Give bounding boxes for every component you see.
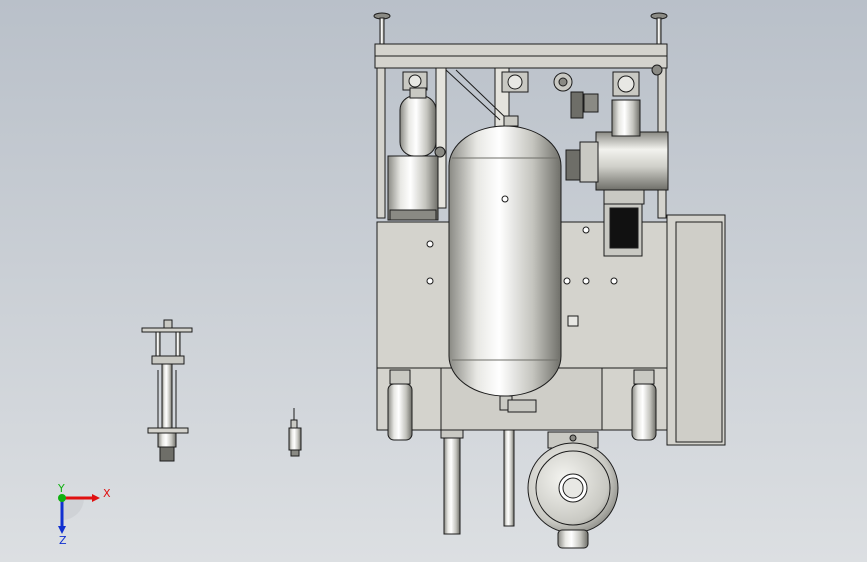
- pump-housing[interactable]: [527, 431, 619, 549]
- handwheel-right[interactable]: [650, 12, 668, 45]
- flange-2: [501, 71, 529, 93]
- z-axis-arrow: [58, 526, 66, 534]
- handwheel-left[interactable]: [373, 12, 391, 45]
- z-axis-label: Z: [59, 534, 67, 547]
- pressure-vessel[interactable]: [448, 115, 562, 413]
- y-axis-dot: [58, 494, 66, 502]
- electric-motor[interactable]: [579, 99, 669, 257]
- machine-frame[interactable]: [373, 12, 726, 549]
- y-axis-label: Y: [57, 482, 65, 495]
- drain-pipe-right[interactable]: [503, 429, 515, 527]
- flange-4: [612, 71, 640, 97]
- small-fitting[interactable]: [288, 408, 302, 457]
- x-axis-arrow: [92, 494, 100, 502]
- valve-assembly[interactable]: [141, 319, 193, 462]
- leveling-foot-left[interactable]: [387, 369, 413, 441]
- flange-1: [402, 71, 428, 91]
- filter-cylinder[interactable]: [387, 87, 446, 221]
- belt-pulley: [565, 91, 599, 181]
- drain-pipe-left[interactable]: [440, 429, 464, 535]
- flange-3: [553, 72, 573, 92]
- leveling-foot-right[interactable]: [631, 369, 657, 441]
- axis-triad: X Y Z: [57, 482, 111, 547]
- x-axis-label: X: [103, 487, 111, 500]
